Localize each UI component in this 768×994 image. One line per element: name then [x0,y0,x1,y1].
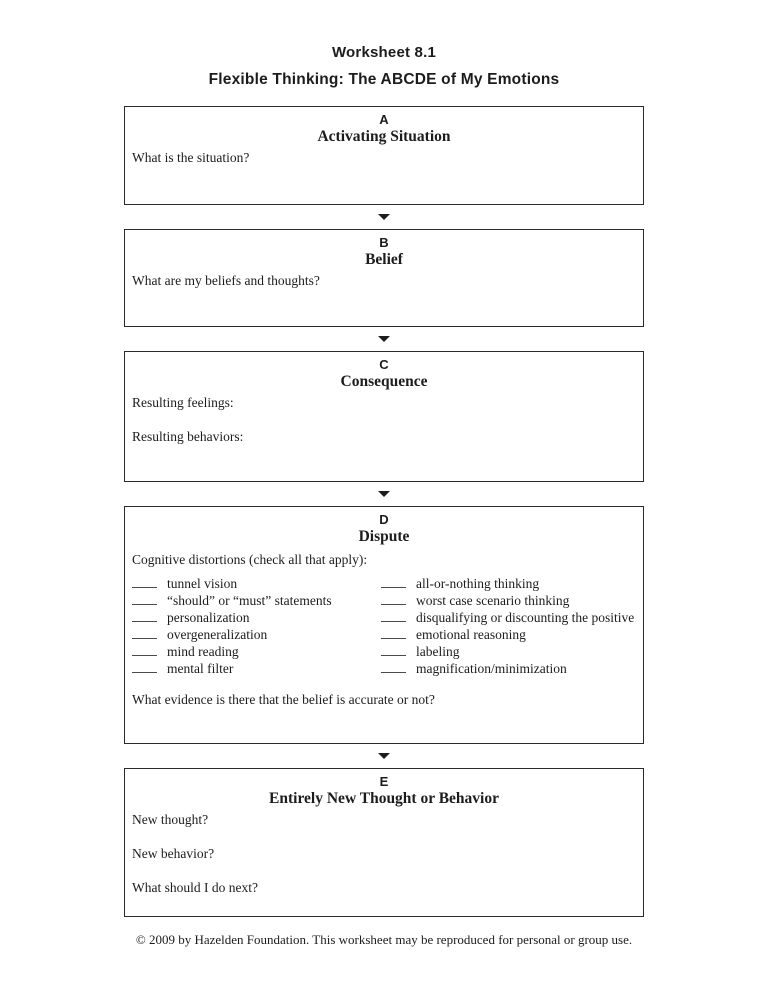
checklist-item-label: disqualifying or discounting the positiv… [416,610,635,625]
section-box-consequence: C Consequence Resulting feelings: Result… [124,351,644,482]
checkbox-blank-line [132,661,157,673]
checkbox-blank-line [381,610,406,622]
copyright-footer: © 2009 by Hazelden Foundation. This work… [135,932,633,947]
checklist-item-label: all-or-nothing thinking [416,576,540,591]
cognitive-distortions-intro: Cognitive distortions (check all that ap… [132,552,368,567]
section-connector [124,327,644,351]
checklist-item-label: emotional reasoning [416,627,526,642]
checklist-item-label: magnification/minimization [416,661,567,676]
section-box-dispute: D Dispute Cognitive distortions (check a… [124,506,644,744]
checklist-item-label: overgeneralization [167,627,268,642]
checklist-left-column: tunnel vision “should” or “must” stateme… [132,575,381,677]
checklist-item-label: tunnel vision [167,576,238,591]
section-heading-e: Entirely New Thought or Behavior [269,790,499,807]
arrow-down-icon [378,336,390,342]
section-connector [124,482,644,506]
checklist-item: labeling [381,643,636,660]
checkbox-blank-line [132,610,157,622]
checklist-item: overgeneralization [132,626,381,643]
checklist-item-label: mind reading [167,644,239,659]
checkbox-blank-line [132,593,157,605]
checklist-item: magnification/minimization [381,660,636,677]
title-block: Worksheet 8.1 Flexible Thinking: The ABC… [0,44,768,89]
checklist-item: “should” or “must” statements [132,592,381,609]
arrow-down-icon [378,214,390,220]
arrow-down-icon [378,753,390,759]
prompt-evidence-question: What evidence is there that the belief i… [132,692,435,707]
section-box-belief: B Belief What are my beliefs and thought… [124,229,644,327]
section-heading-d: Dispute [358,528,410,545]
checklist-item-label: worst case scenario thinking [416,593,570,608]
section-letter-c: C [379,357,389,372]
checklist-item: mental filter [132,660,381,677]
worksheet-main-title: Flexible Thinking: The ABCDE of My Emoti… [208,71,560,88]
section-letter-b: B [379,235,389,250]
worksheet-content: A Activating Situation What is the situa… [124,106,644,948]
worksheet-number-title: Worksheet 8.1 [331,44,437,61]
checklist-item: mind reading [132,643,381,660]
checkbox-blank-line [381,661,406,673]
checkbox-blank-line [381,576,406,588]
section-letter-a: A [379,112,389,127]
section-connector [124,744,644,768]
checkbox-blank-line [381,627,406,639]
prompt-new-behavior: New behavior? [132,846,215,861]
checklist-item-label: labeling [416,644,460,659]
prompt-new-thought: New thought? [132,812,209,827]
checklist-item-label: personalization [167,610,250,625]
section-box-activating-situation: A Activating Situation What is the situa… [124,106,644,205]
checkbox-blank-line [132,644,157,656]
prompt-resulting-feelings: Resulting feelings: [132,395,234,410]
checklist-right-column: all-or-nothing thinking worst case scena… [381,575,636,677]
checklist-item-label: mental filter [167,661,234,676]
section-heading-b: Belief [365,251,403,268]
section-connector [124,205,644,229]
checklist-item: personalization [132,609,381,626]
checklist-item: all-or-nothing thinking [381,575,636,592]
arrow-down-icon [378,491,390,497]
section-heading-c: Consequence [340,373,428,390]
prompt-what-next: What should I do next? [132,880,258,895]
prompt-situation: What is the situation? [132,150,250,165]
checkbox-blank-line [132,576,157,588]
cognitive-distortions-checklist: tunnel vision “should” or “must” stateme… [132,575,636,677]
checklist-item: tunnel vision [132,575,381,592]
prompt-resulting-behaviors: Resulting behaviors: [132,429,244,444]
checklist-item: worst case scenario thinking [381,592,636,609]
section-heading-a: Activating Situation [317,128,451,145]
prompt-beliefs: What are my beliefs and thoughts? [132,273,320,288]
checkbox-blank-line [381,593,406,605]
checklist-item-label: “should” or “must” statements [167,593,332,608]
section-box-new-thought-behavior: E Entirely New Thought or Behavior New t… [124,768,644,917]
checklist-item: emotional reasoning [381,626,636,643]
checkbox-blank-line [132,627,157,639]
checkbox-blank-line [381,644,406,656]
checklist-item: disqualifying or discounting the positiv… [381,609,636,626]
section-letter-e: E [379,774,389,789]
section-letter-d: D [379,512,389,527]
